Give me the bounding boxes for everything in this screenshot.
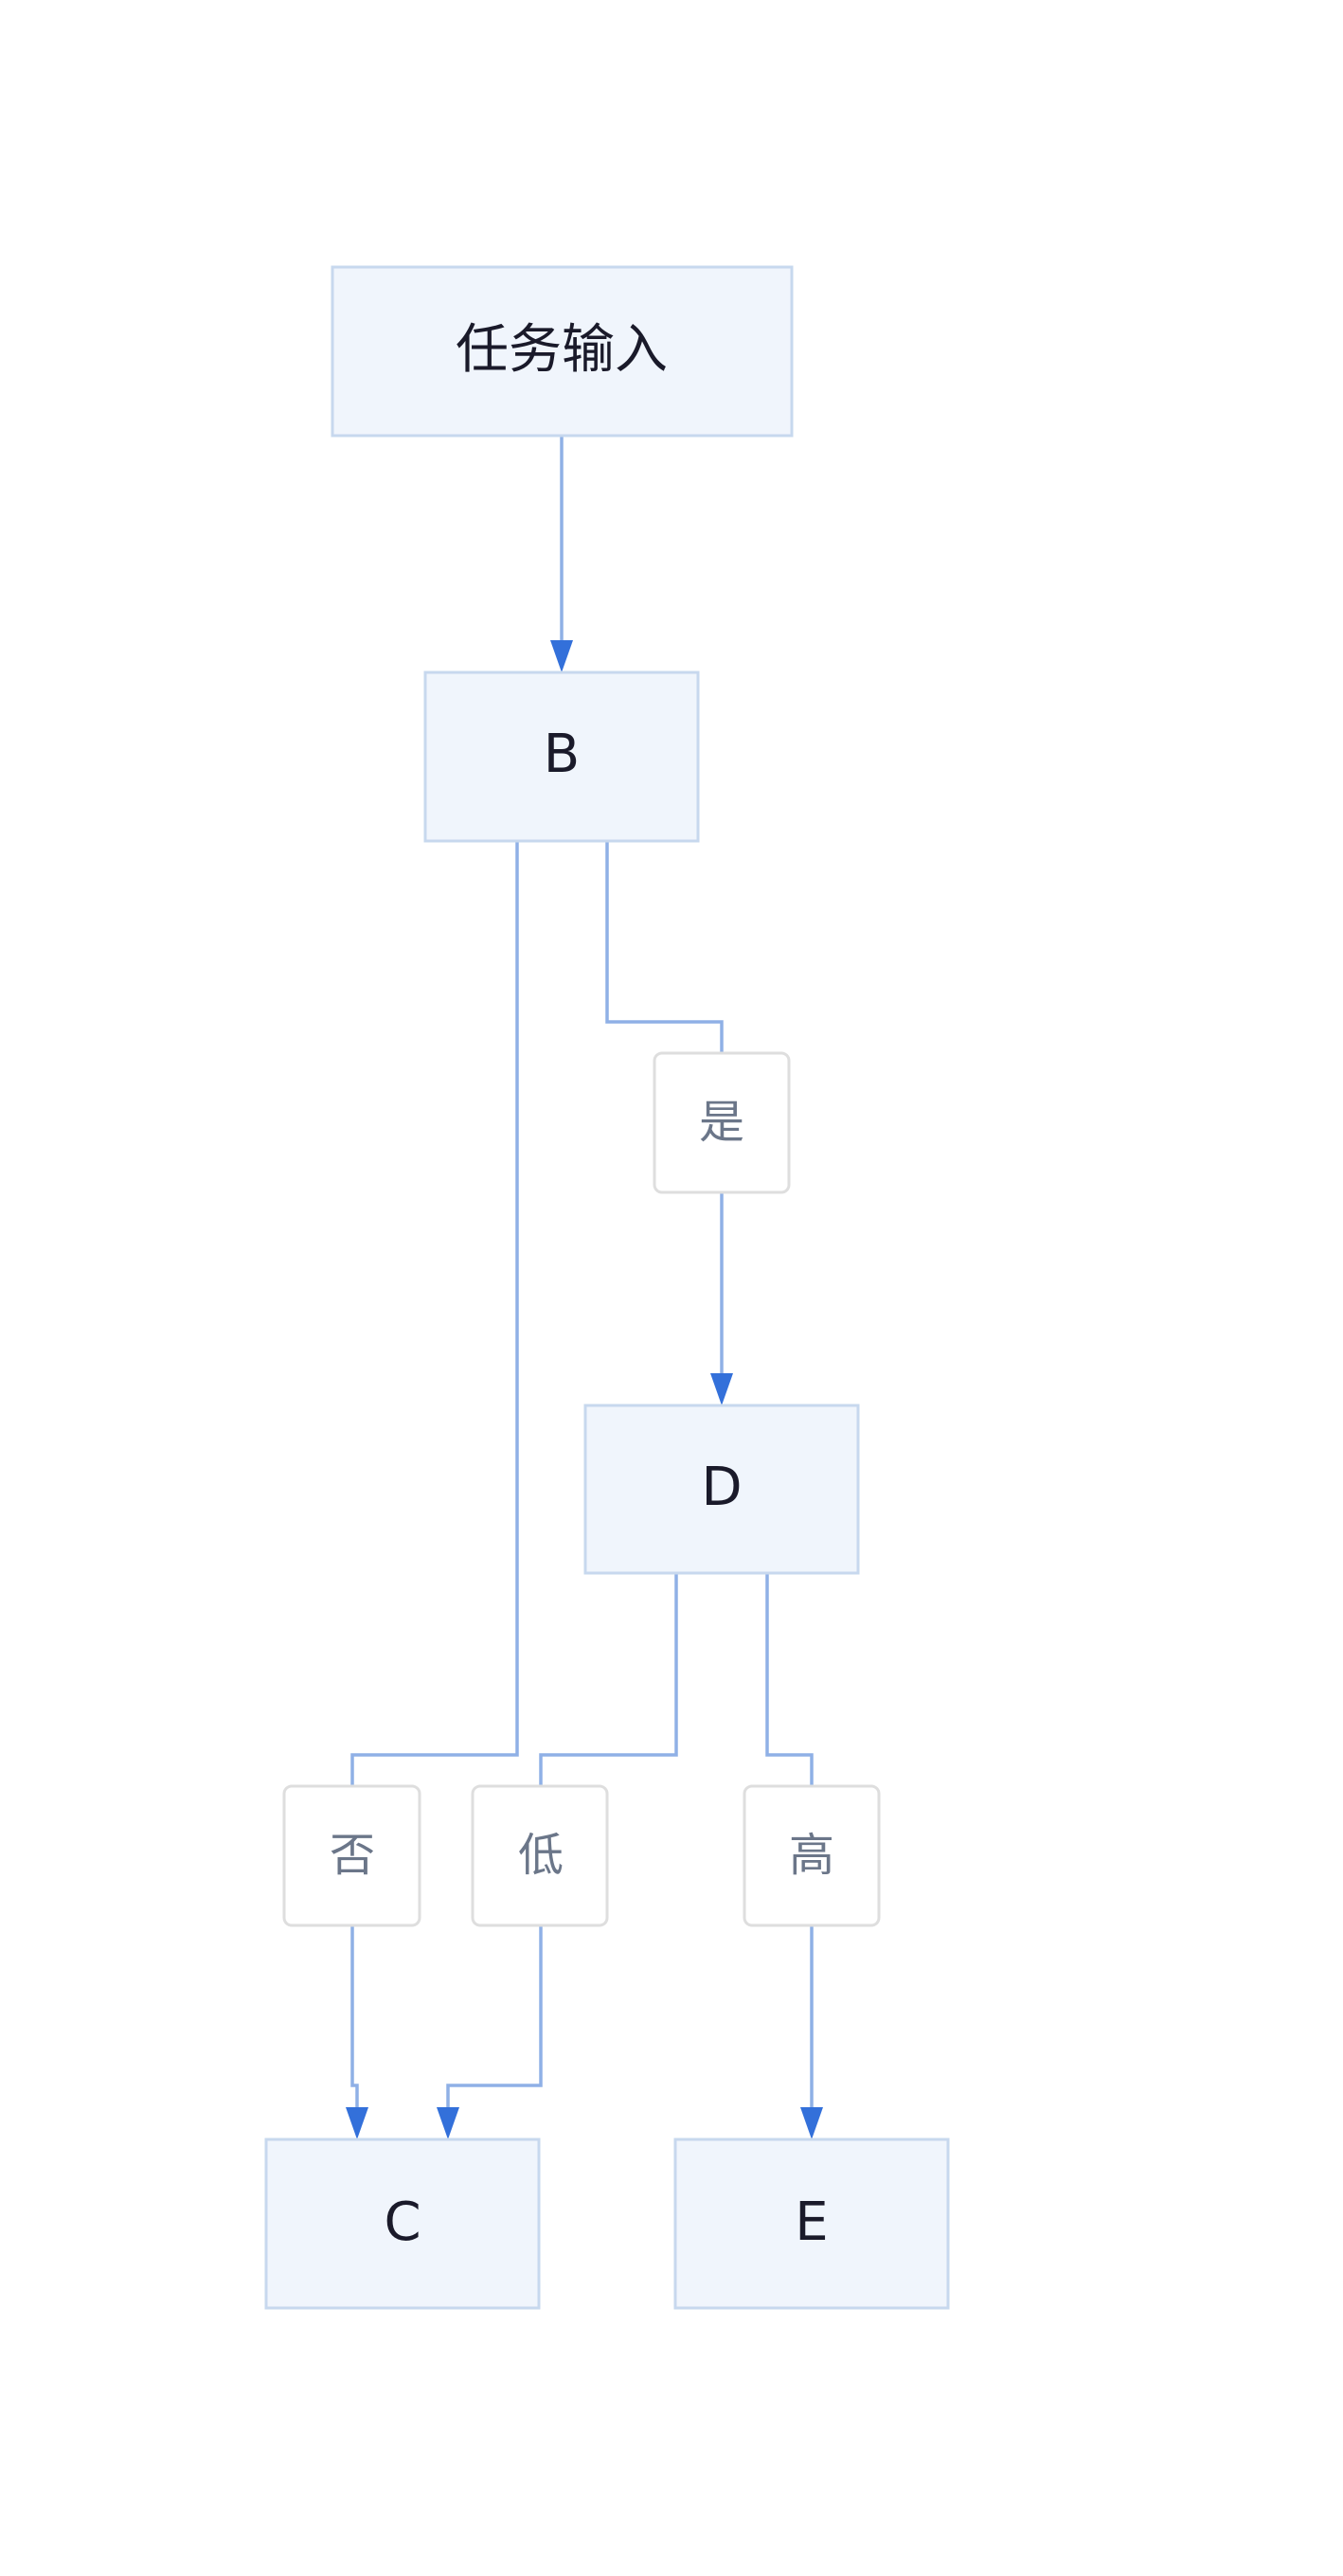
edge-b-to-c-no: [346, 841, 519, 2139]
edge-label-yes: 是: [653, 1051, 791, 1194]
node-e[interactable]: E: [673, 2138, 950, 2310]
arrowhead: [800, 2107, 823, 2139]
edge-input-to-b: [550, 436, 573, 672]
edge-label-low-text: 低: [518, 1829, 564, 1882]
node-input[interactable]: 任务输入: [331, 265, 794, 438]
edge-label-yes-text: 是: [699, 1096, 744, 1149]
arrowhead: [437, 2107, 459, 2139]
node-c-label: C: [384, 2191, 421, 2253]
arrowhead: [346, 2107, 368, 2139]
node-d-label: D: [701, 1457, 742, 1518]
edge-label-low: 低: [471, 1784, 609, 1927]
arrowhead: [550, 640, 573, 672]
node-c[interactable]: C: [264, 2138, 541, 2310]
edge-label-no-text: 否: [330, 1829, 375, 1882]
edge-d-to-e-high: [765, 1573, 823, 2139]
edge-d-to-c-low: [437, 1573, 678, 2139]
node-b[interactable]: B: [423, 671, 700, 843]
arrowhead: [710, 1373, 733, 1405]
edge-label-high: 高: [743, 1784, 881, 1927]
node-e-label: E: [795, 2191, 828, 2253]
edge-label-no: 否: [282, 1784, 421, 1927]
node-input-label: 任务输入: [456, 319, 668, 381]
edge-label-high-text: 高: [789, 1829, 834, 1882]
edge-b-to-d-yes: [605, 841, 733, 1405]
node-b-label: B: [544, 724, 580, 785]
node-d[interactable]: D: [583, 1404, 860, 1575]
